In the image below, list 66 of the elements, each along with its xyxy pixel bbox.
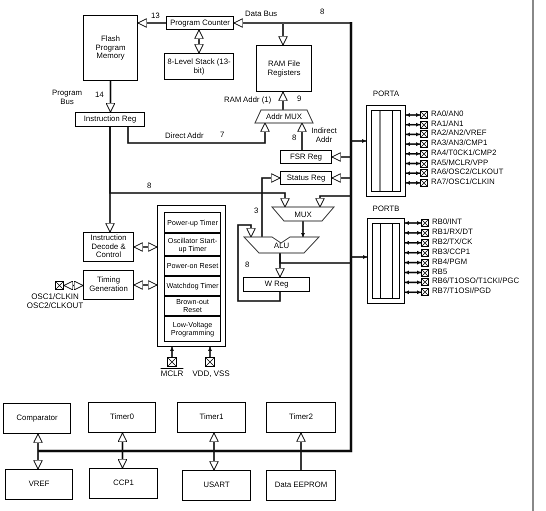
arrow [406, 142, 420, 146]
arrow [406, 132, 420, 136]
arrow [208, 347, 212, 357]
arrow [315, 195, 351, 208]
arrow [406, 113, 420, 117]
pin-terminal [421, 219, 429, 227]
arrow [138, 18, 166, 28]
pin-terminal [421, 258, 429, 267]
pin-terminal [420, 111, 428, 119]
arrow [301, 221, 305, 237]
arrow [406, 122, 420, 127]
pin-terminal [420, 150, 428, 158]
arrow [33, 434, 43, 470]
arrow [127, 122, 270, 144]
arrow [332, 152, 351, 162]
arrow [64, 280, 84, 290]
pin-terminal [420, 120, 428, 129]
arrow [405, 260, 421, 265]
arrow [209, 432, 219, 470]
protection-block [157, 205, 226, 347]
pin-terminal [167, 357, 177, 367]
pin-terminal [421, 248, 429, 257]
arrow [134, 280, 158, 290]
arrow [351, 255, 367, 259]
pin-label: OSC1/CLKIN OSC2/CLKOUT [26, 293, 84, 311]
pin-terminal [421, 228, 429, 237]
arrow [237, 224, 281, 302]
arrow [406, 180, 420, 185]
pin-terminal [420, 160, 428, 168]
pin-terminal [420, 178, 428, 187]
pin-terminal [420, 140, 428, 148]
arrow [106, 81, 116, 112]
arrow [405, 230, 421, 235]
arrow [109, 127, 290, 208]
arrow [405, 270, 421, 274]
pin-terminal [421, 268, 429, 276]
arrow [297, 122, 307, 150]
arrow [296, 432, 306, 470]
arrow [332, 173, 351, 183]
pin-terminal [421, 278, 429, 286]
arrow [134, 242, 158, 252]
arrow [278, 92, 288, 110]
pin-terminal [205, 357, 215, 367]
arrow [261, 173, 280, 237]
arrow [405, 221, 421, 225]
arrow [406, 152, 420, 156]
pin-terminal [55, 281, 64, 290]
arrow [194, 30, 204, 54]
pin-terminal [421, 288, 429, 296]
arrow [405, 280, 421, 284]
pin-label: MCLR [160, 370, 184, 379]
arrow [118, 432, 128, 468]
arrow [234, 18, 351, 28]
arrow [170, 347, 174, 357]
pin-terminal [421, 238, 429, 247]
arrow [406, 171, 420, 176]
arrow [351, 139, 366, 143]
arrow [278, 24, 288, 46]
arrow [405, 290, 421, 294]
arrow [406, 162, 420, 166]
arrow [405, 250, 421, 255]
pin-terminal [420, 130, 428, 138]
pin-label: VDD, VSS [191, 370, 231, 379]
bus-line [279, 253, 351, 264]
pin-terminal [420, 169, 428, 178]
arrow [405, 240, 421, 245]
